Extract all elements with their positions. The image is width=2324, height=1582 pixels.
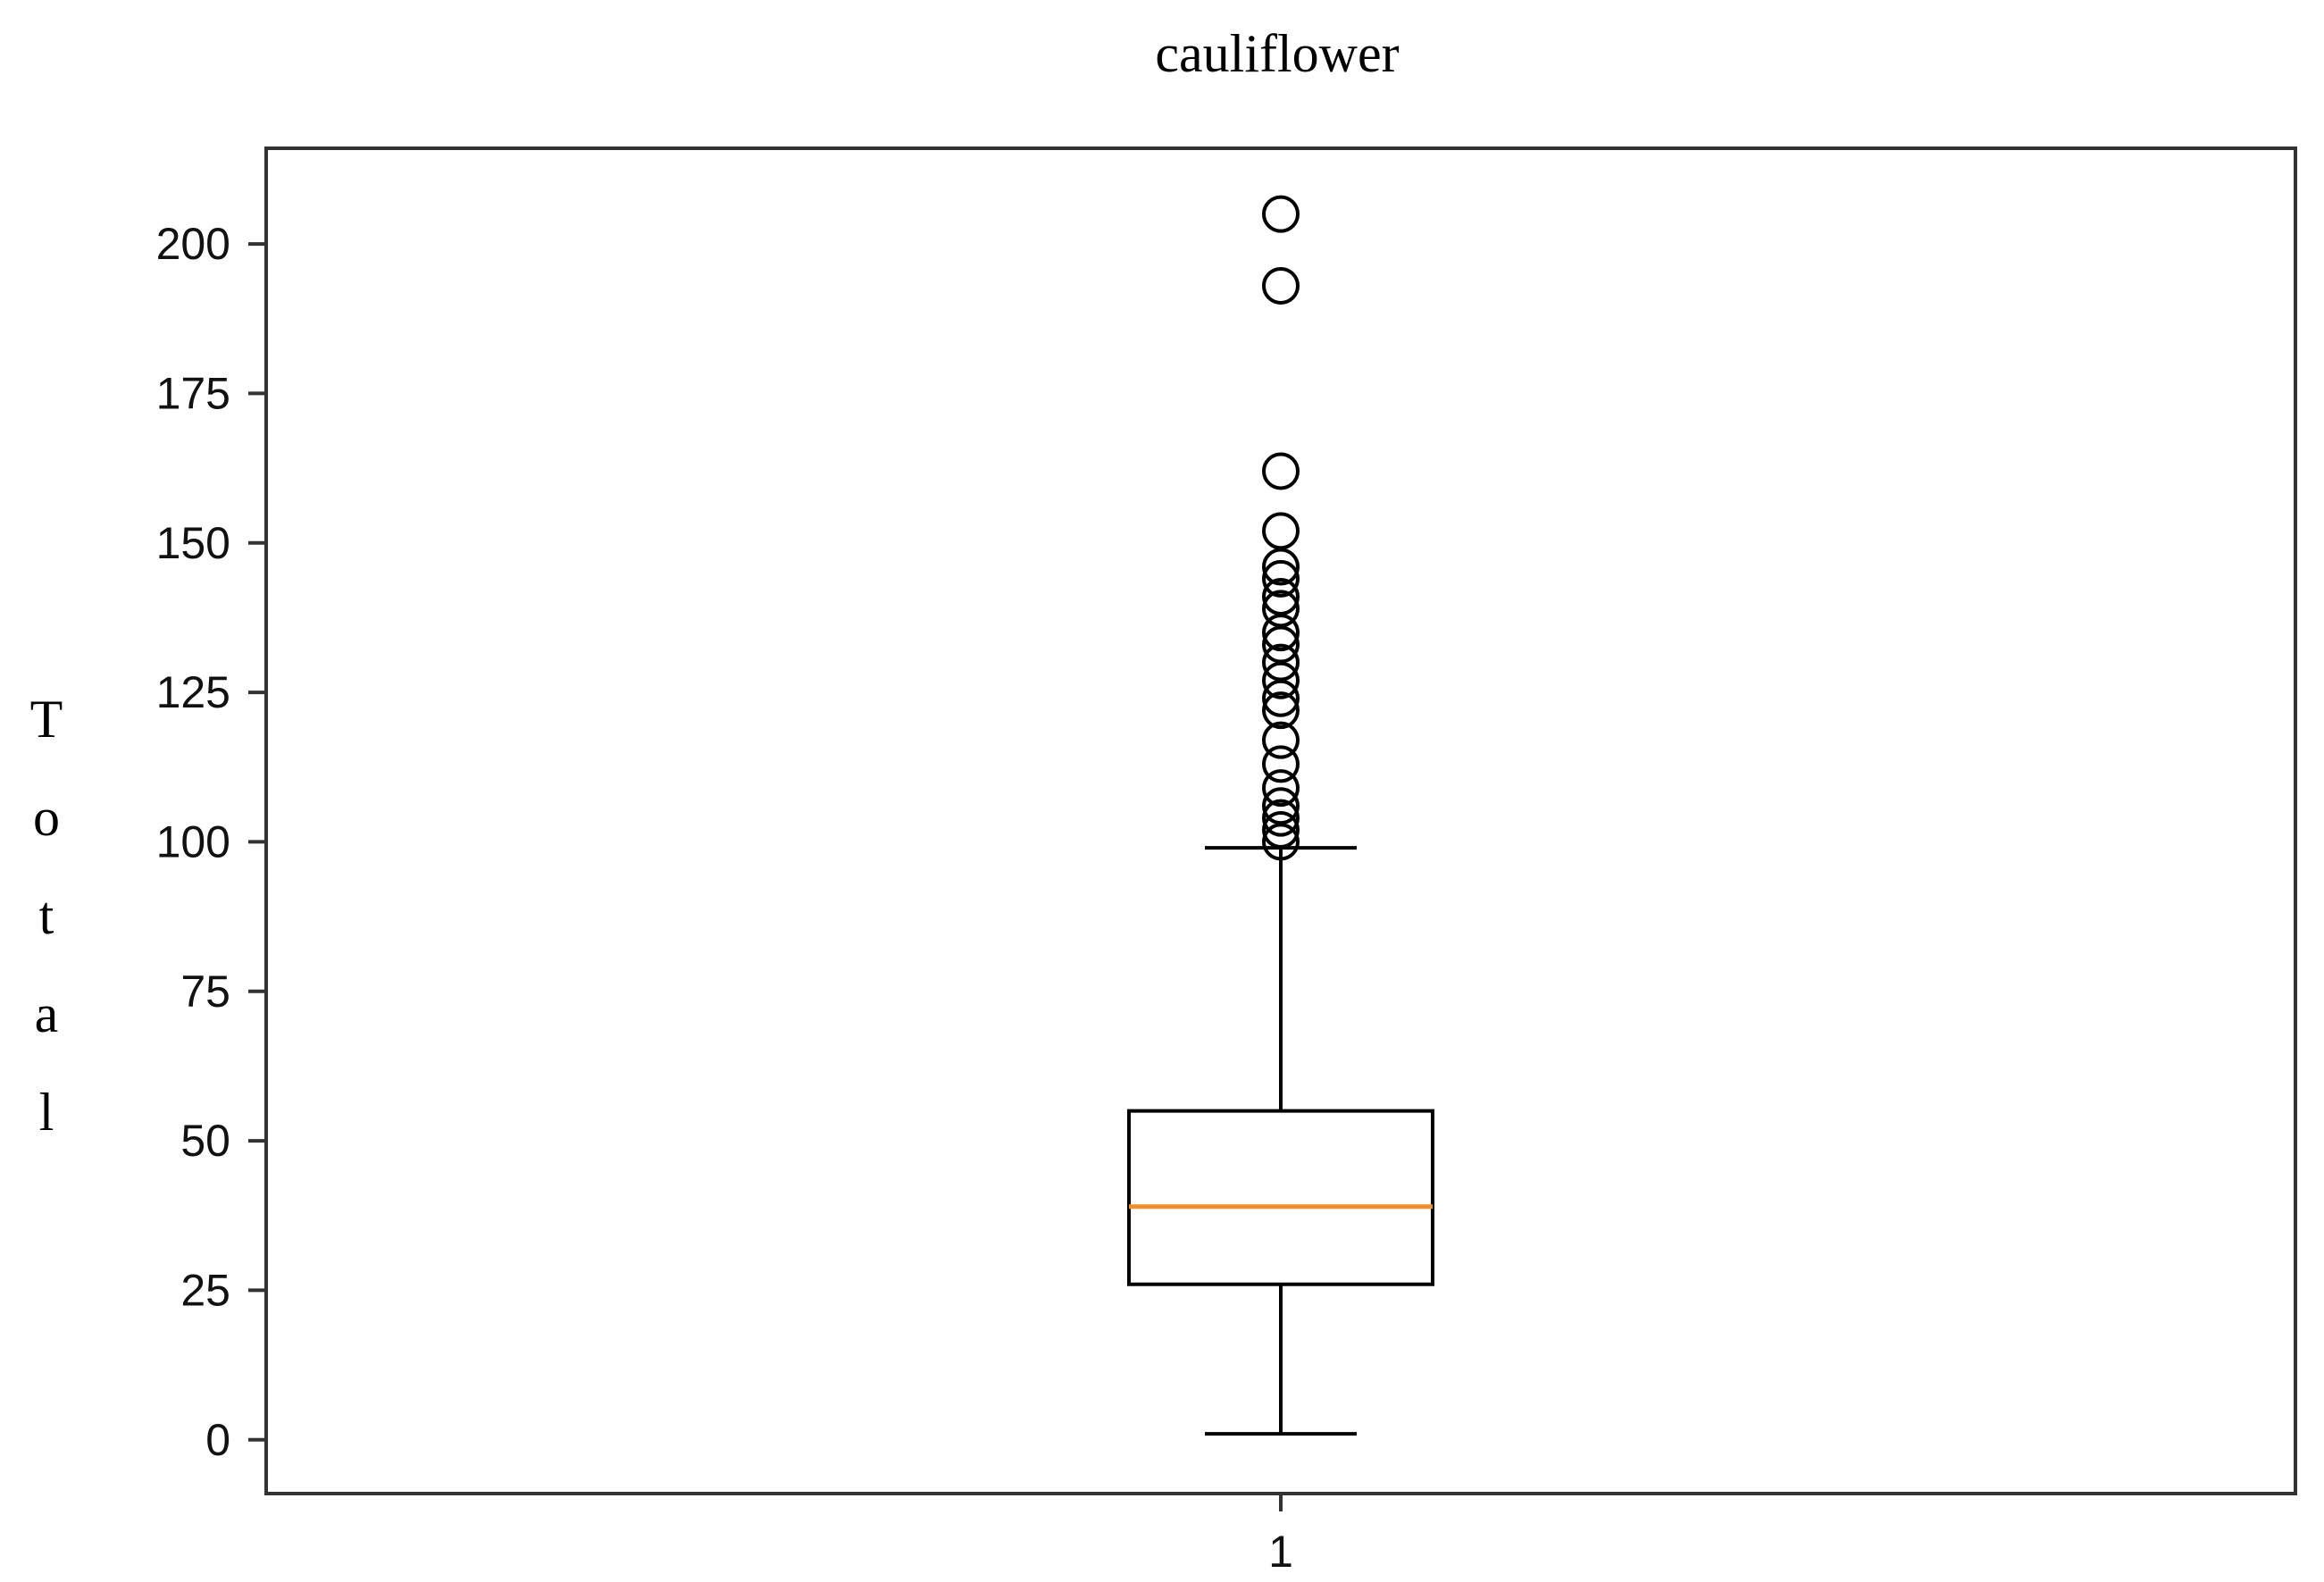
y-tick-label: 0 bbox=[205, 1415, 230, 1465]
outlier-point bbox=[1262, 266, 1300, 305]
outlier-point bbox=[1262, 548, 1300, 586]
outlier-point bbox=[1262, 195, 1300, 233]
y-label-letter: T bbox=[30, 690, 63, 749]
y-label-letter: a bbox=[35, 984, 59, 1043]
outlier-point bbox=[1262, 614, 1300, 652]
outlier-point bbox=[1262, 721, 1300, 759]
x-axis: 1 bbox=[1268, 1494, 1293, 1577]
x-tick-label: 1 bbox=[1268, 1527, 1293, 1577]
outlier-point bbox=[1262, 559, 1300, 598]
outlier-point bbox=[1262, 769, 1300, 808]
y-tick-label: 75 bbox=[180, 967, 230, 1017]
outlier-point bbox=[1262, 590, 1300, 628]
y-label-letter: t bbox=[39, 886, 54, 945]
chart-title: cauliflower bbox=[1155, 24, 1399, 83]
outliers bbox=[1262, 195, 1300, 861]
y-tick-label: 150 bbox=[156, 518, 230, 568]
outlier-point bbox=[1262, 745, 1300, 783]
outlier-point bbox=[1262, 679, 1300, 717]
outlier-point bbox=[1262, 512, 1300, 550]
outlier-point bbox=[1262, 799, 1300, 837]
outlier-point bbox=[1262, 787, 1300, 825]
y-tick-label: 125 bbox=[156, 667, 230, 717]
outlier-point bbox=[1262, 811, 1300, 850]
y-tick-label: 100 bbox=[156, 816, 230, 866]
y-tick-label: 200 bbox=[156, 219, 230, 269]
y-tick-label: 25 bbox=[180, 1265, 230, 1315]
outlier-point bbox=[1262, 643, 1300, 682]
outlier-point bbox=[1262, 625, 1300, 664]
outlier-point bbox=[1262, 823, 1300, 861]
y-label-letter: o bbox=[33, 788, 60, 847]
outlier-point bbox=[1262, 661, 1300, 699]
y-tick-label: 175 bbox=[156, 368, 230, 418]
outlier-point bbox=[1262, 691, 1300, 730]
box-series bbox=[1127, 846, 1434, 1436]
y-label-letter: l bbox=[39, 1083, 54, 1142]
iqr-box bbox=[1127, 1109, 1434, 1286]
y-tick-label: 50 bbox=[180, 1116, 230, 1166]
y-axis: 0 25 50 75 100 125 150 175 200 bbox=[156, 219, 266, 1465]
outlier-point bbox=[1262, 578, 1300, 615]
outlier-point bbox=[1262, 452, 1300, 490]
